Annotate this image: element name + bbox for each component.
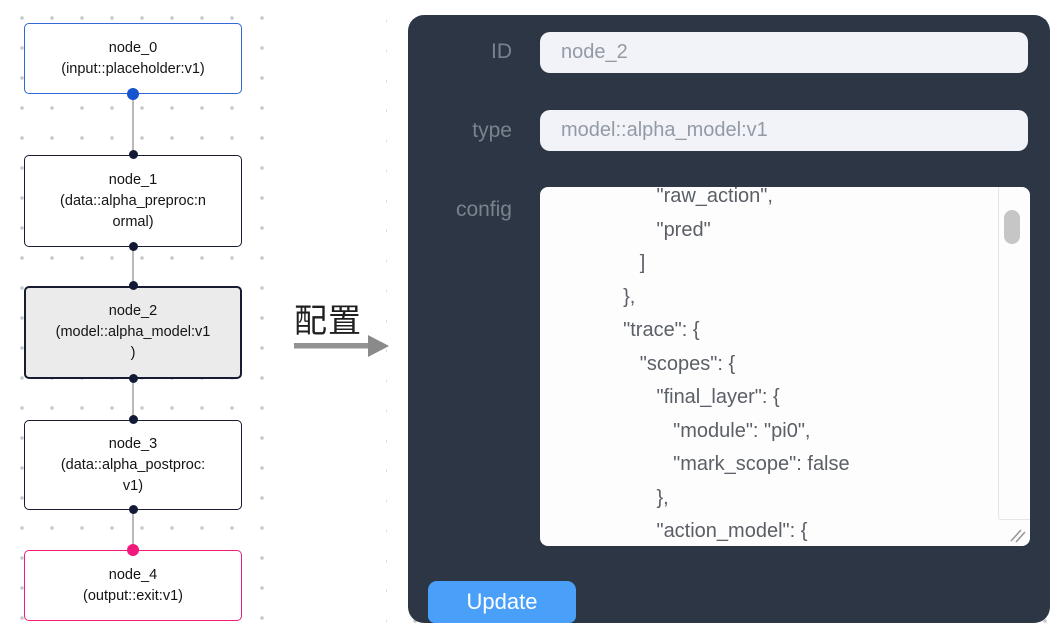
config-label: config: [455, 198, 512, 221]
flow-edge: [132, 247, 134, 287]
connection-handle[interactable]: [129, 374, 138, 383]
config-editor[interactable]: "raw_action", "pred" ] }, "trace": { "sc…: [540, 187, 1030, 546]
flow-node-node_0[interactable]: node_0 (input::placeholder:v1): [24, 23, 242, 94]
scrollbar-corner: [999, 519, 1030, 520]
node-type-line: (data::alpha_postproc:: [60, 456, 206, 473]
node-title: node_3: [108, 435, 158, 452]
flow-edge: [132, 379, 134, 421]
node-type-line: (output::exit:v1): [83, 587, 183, 604]
node-type-line: (data::alpha_preproc:n: [60, 192, 206, 209]
node-config-panel: ID type config "raw_action", "pred" ] },…: [408, 15, 1050, 623]
connection-handle[interactable]: [129, 281, 138, 290]
connection-handle[interactable]: [129, 150, 138, 159]
type-input[interactable]: [540, 110, 1028, 151]
flow-node-node_1[interactable]: node_1 (data::alpha_preproc:n ormal): [24, 155, 242, 247]
connection-handle[interactable]: [127, 544, 139, 556]
type-label: type: [472, 119, 512, 142]
config-annotation-label: 配置: [294, 302, 362, 339]
config-code: "raw_action", "pred" ] }, "trace": { "sc…: [623, 187, 850, 542]
flow-edge: [132, 94, 134, 156]
flow-node-node_3[interactable]: node_3 (data::alpha_postproc: v1): [24, 420, 242, 510]
node-type-line: (model::alpha_model:v1: [55, 324, 211, 340]
flow-node-node_2[interactable]: node_2 (model::alpha_model:v1 ): [24, 286, 242, 379]
connection-handle[interactable]: [127, 88, 139, 100]
flow-node-node_4[interactable]: node_4 (output::exit:v1): [24, 550, 242, 621]
node-type-line: (input::placeholder:v1): [61, 60, 205, 77]
node-title: node_2: [108, 303, 158, 319]
node-title: node_4: [108, 566, 158, 583]
node-title: node_1: [108, 171, 158, 188]
id-label: ID: [491, 40, 512, 63]
resize-grip-icon[interactable]: [1007, 525, 1027, 543]
connection-handle[interactable]: [129, 505, 138, 514]
update-button[interactable]: Update: [428, 581, 576, 623]
flow-canvas[interactable]: node_0 (input::placeholder:v1) node_1 (d…: [0, 0, 272, 643]
id-input[interactable]: [540, 32, 1028, 73]
connection-handle[interactable]: [129, 415, 138, 424]
connection-handle[interactable]: [129, 242, 138, 251]
node-type-line: v1): [122, 477, 144, 494]
node-type-line: ): [130, 345, 136, 361]
node-title: node_0: [108, 39, 158, 56]
scrollbar-track[interactable]: [998, 187, 1030, 519]
right-arrow-icon: [294, 335, 389, 357]
node-type-line: ormal): [112, 213, 154, 230]
scrollbar-thumb[interactable]: [1004, 210, 1020, 244]
flow-edge: [132, 510, 134, 551]
